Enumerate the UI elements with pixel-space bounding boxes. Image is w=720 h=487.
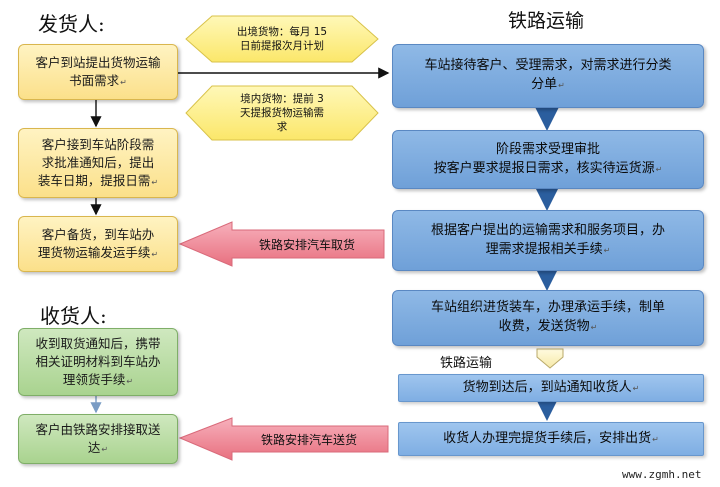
return-mark: ↵ (632, 383, 640, 393)
shipper-step-3-text: 客户备货，到车站办 理货物运输发运手续↵ (37, 226, 159, 260)
return-mark: ↵ (558, 81, 565, 90)
rail-step-3: 根据客户提出的运输需求和服务项目，办 理需求提报相关手续↵ (392, 210, 704, 271)
return-mark: ↵ (655, 164, 663, 174)
consignee-step-2: 客户由铁路安排接取送 达↵ (18, 414, 178, 464)
shipper-step-3: 客户备货，到车站办 理货物运输发运手续↵ (18, 216, 178, 272)
shipper-step-2: 客户接到车站阶段需 求批准通知后，提出 装车日期，提报日需↵ (18, 128, 178, 198)
rail-step-4: 车站组织进货装车，办理承运手续，制单 收费，发送货物↵ (392, 290, 704, 346)
return-mark: ↵ (126, 377, 134, 387)
rail-step-6: 收货人办理完提货手续后，安排出货↵ (398, 422, 704, 456)
rail-heading: 铁路运输 (508, 10, 585, 32)
rail-step-2: 阶段需求受理审批 按客户要求提报日需求，核实待运货源↵ (392, 130, 704, 189)
rail-step-4-text: 车站组织进货装车，办理承运手续，制单 收费，发送货物↵ (430, 300, 665, 334)
transit-chevron (536, 348, 564, 369)
export-note-text: 出境货物：每月 15 日前提报次月计划 (236, 25, 328, 52)
pickup-arrow-label: 铁路安排汽车取货 (258, 237, 355, 252)
pickup-block-arrow (178, 221, 385, 267)
return-mark: ↵ (151, 178, 159, 188)
return-mark: ↵ (151, 250, 159, 259)
domestic-note-shape (185, 85, 379, 141)
shipper-heading: 发货人: (38, 12, 105, 36)
rail-step-1: 车站接待客户、受理需求，对需求进行分类 分单↵ (392, 44, 704, 108)
rail-step-5-text: 货物到达后，到站通知收货人↵ (462, 379, 640, 395)
delivery-block-arrow (178, 417, 389, 461)
watermark: www.zgmh.net (622, 468, 702, 481)
consignee-step-1: 收到取货通知后，携带 相关证明材料到车站办 理领货手续↵ (18, 328, 178, 396)
shipper-step-1-text: 客户到站提出货物运输 书面需求↵ (35, 54, 161, 88)
consignee-step-2-text: 客户由铁路安排接取送 达↵ (35, 421, 161, 455)
return-mark: ↵ (603, 245, 611, 255)
rail-step-2-text: 阶段需求受理审批 按客户要求提报日需求，核实待运货源↵ (433, 141, 663, 176)
rail-step-1-text: 车站接待客户、受理需求，对需求进行分类 分单↵ (424, 58, 672, 92)
return-mark: ↵ (101, 445, 109, 454)
consignee-step-1-text: 收到取货通知后，携带 相关证明材料到车站办 理领货手续↵ (35, 335, 161, 388)
shipper-step-1: 客户到站提出货物运输 书面需求↵ (18, 44, 178, 100)
rail-transit-label: 铁路运输 (440, 356, 493, 371)
rail-step-5: 货物到达后，到站通知收货人↵ (398, 374, 704, 402)
shipper-step-2-text: 客户接到车站阶段需 求批准通知后，提出 装车日期，提报日需↵ (37, 136, 159, 189)
export-note-shape (185, 15, 379, 63)
return-mark: ↵ (120, 78, 127, 87)
return-mark: ↵ (590, 323, 598, 332)
domestic-note-text: 境内货物：提前 3 天提报货物运输需 求 (240, 92, 324, 134)
rail-step-3-text: 根据客户提出的运输需求和服务项目，办 理需求提报相关手续↵ (430, 222, 665, 257)
delivery-arrow-label: 铁路安排汽车送货 (260, 432, 357, 447)
rail-step-6-text: 收货人办理完提货手续后，安排出货↵ (443, 430, 659, 446)
consignee-heading: 收货人: (40, 304, 107, 328)
return-mark: ↵ (652, 434, 659, 444)
